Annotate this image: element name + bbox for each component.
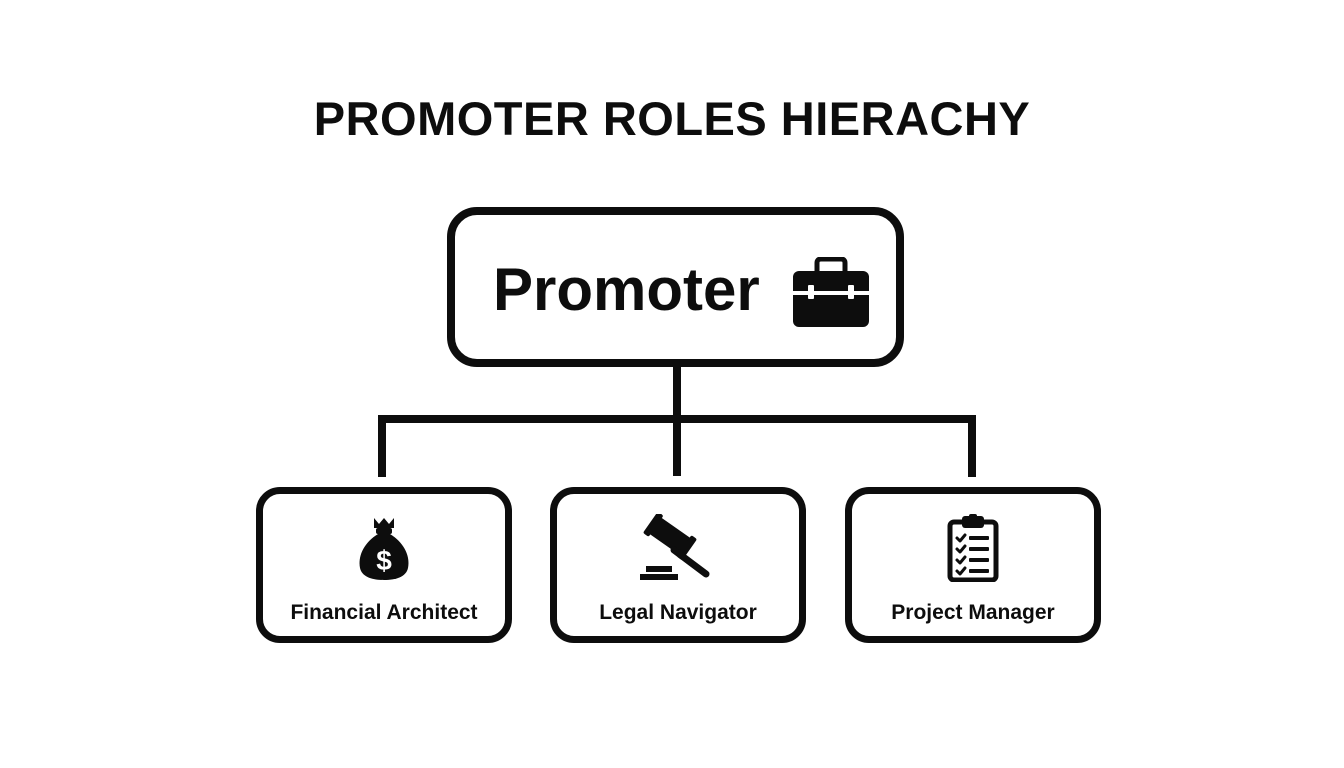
- money-bag-icon: $: [359, 518, 409, 580]
- child-node-project-manager: Project Manager: [845, 487, 1101, 643]
- diagram-title: PROMOTER ROLES HIERACHY: [313, 92, 1031, 145]
- root-node-promoter: Promoter: [447, 207, 904, 367]
- child-node-label-project-manager: Project Manager: [891, 601, 1055, 624]
- child-node-financial-architect: $ Financial Architect: [256, 487, 512, 643]
- root-node-label: Promoter: [493, 256, 760, 323]
- child-node-legal-navigator: Legal Navigator: [550, 487, 806, 643]
- svg-text:$: $: [376, 545, 392, 576]
- child-node-label-financial-architect: Financial Architect: [290, 601, 478, 624]
- briefcase-icon: [793, 257, 869, 327]
- gavel-icon: [640, 514, 710, 580]
- clipboard-checklist-icon: [947, 514, 999, 582]
- child-node-label-legal-navigator: Legal Navigator: [599, 601, 757, 624]
